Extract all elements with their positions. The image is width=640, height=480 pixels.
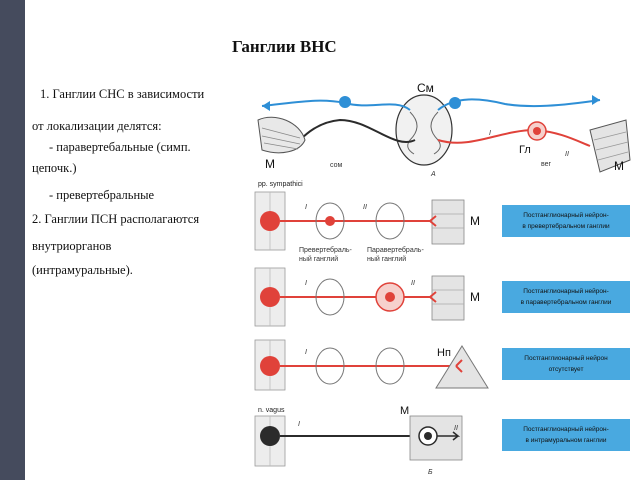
row4-caption: n. vagus <box>258 407 285 414</box>
paravertebral-ganglion-1 <box>375 202 405 240</box>
label-cm: См <box>417 81 434 95</box>
label-gl: Гл <box>519 144 531 156</box>
row-prevertebral: pp. sympathici I II Превертебраль- ный г… <box>254 181 630 263</box>
row2-box-line2: в паравертебральном ганглии <box>521 298 612 306</box>
terminal-3 <box>455 359 463 373</box>
adrenal-medulla <box>435 345 489 389</box>
afferent-fiber-right <box>437 98 601 111</box>
muscle-fibres <box>261 127 301 150</box>
row2-box-line1: Постганглионарный нейрон- <box>523 287 609 295</box>
ganglion-neuron-top <box>533 127 541 135</box>
label-veg: вег <box>541 161 552 168</box>
intramural-neuron <box>424 432 432 440</box>
preganglionic-neuron-2 <box>260 287 280 307</box>
row1-para-label-a: Паравертебраль- <box>367 246 424 254</box>
row4-nerve-i: I <box>298 421 300 428</box>
preganglionic-neuron-3 <box>260 356 280 376</box>
row3-box-line2: отсутствует <box>549 366 584 373</box>
organ-1-lines <box>432 213 464 229</box>
organ-2-lines <box>432 289 464 305</box>
row1-box-line2: в превертебральном ганглии <box>522 222 610 230</box>
visceral-organ-top <box>589 119 631 173</box>
row3-nerve-i: I <box>305 349 307 356</box>
row4-box <box>502 419 630 451</box>
body-line-7: внутриорганов <box>32 239 112 253</box>
skeletal-muscle <box>257 116 306 154</box>
terminal-4 <box>437 431 461 441</box>
row1-para-label-b: ный ганглий <box>367 255 406 263</box>
postganglionic-neuron-2 <box>385 292 395 302</box>
postganglionic-neuron-1 <box>325 216 335 226</box>
label-ii-top: II <box>565 151 569 158</box>
body-line-3: - паравертебальные (симп. <box>49 140 191 154</box>
visceral-efferent-fiber <box>437 128 591 147</box>
row-no-postganglionic: I Нп Постганглионарный нейрон отсутствуе… <box>254 339 630 391</box>
label-m-left: М <box>265 157 275 171</box>
row2-box <box>502 281 630 313</box>
terminal-1 <box>429 215 437 227</box>
row3-box <box>502 348 630 380</box>
row-paravertebral: I II М Постганглионарный нейрон- в парав… <box>254 267 630 327</box>
afferent-arrow-right <box>592 95 600 105</box>
label-a: А <box>430 171 436 178</box>
spinal-ganglion-left <box>339 96 351 108</box>
body-line-6: 2. Ганглии ПСН располагаются <box>32 212 200 226</box>
afferent-arrow-left <box>262 101 270 111</box>
row1-nerve-i: I <box>305 204 307 211</box>
row4-organ: М <box>400 405 409 417</box>
target-organ-2 <box>431 275 465 321</box>
row3-organ: Нп <box>437 347 451 359</box>
body-line-2: от локализации делятся: <box>32 119 162 133</box>
paravertebral-ganglion-3 <box>375 347 405 385</box>
row1-box <box>502 205 630 237</box>
row1-organ: М <box>470 214 480 228</box>
label-m-right: М <box>614 159 624 173</box>
row1-caption: pp. sympathici <box>258 181 303 188</box>
row2-organ: М <box>470 290 480 304</box>
prevertebral-ganglion-3 <box>315 347 345 385</box>
row1-pre-label-b: ный ганглий <box>299 255 338 263</box>
label-b: Б <box>428 469 433 476</box>
body-line-4: цепочк.) <box>32 161 77 175</box>
somatic-motor-fiber <box>299 118 416 143</box>
row3-box-line1: Постганглионарный нейрон <box>524 354 608 362</box>
row1-box-line1: Постганглионарный нейрон- <box>523 211 609 219</box>
body-line-8: (интрамуральные). <box>32 263 133 277</box>
row4-nerve-ii: II <box>454 425 458 432</box>
afferent-fiber-blue <box>261 99 411 111</box>
row4-box-line2: в интрамуральном ганглии <box>525 437 606 444</box>
row4-box-line1: Постганглионарный нейрон- <box>523 425 609 433</box>
slide-title: Ганглии ВНС <box>232 37 337 56</box>
vagal-preganglionic-neuron <box>260 426 280 446</box>
row-intramural: n. vagus I II М Постганглионарный нейрон… <box>254 405 630 476</box>
preganglionic-neuron-1 <box>260 211 280 231</box>
prevertebral-ganglion-2 <box>315 278 345 316</box>
row1-nerve-ii: II <box>363 204 367 211</box>
left-band <box>0 0 25 480</box>
body-line-1: 1. Ганглии СНС в зависимости <box>40 87 205 101</box>
prevertebral-ganglion-1 <box>315 202 345 240</box>
terminal-2 <box>429 291 437 303</box>
ans-ganglia-figure: См М сом Гл I II вег М <box>254 81 631 476</box>
spinal-ganglion-right <box>449 97 461 109</box>
label-i-top: I <box>489 130 491 137</box>
organ-fibres-top <box>593 131 629 161</box>
body-line-5: - превертебральные <box>49 188 155 202</box>
label-som: сом <box>330 162 342 169</box>
row2-nerve-ii: II <box>411 280 415 287</box>
top-diagram: См М сом Гл I II вег М <box>257 81 631 178</box>
target-organ-1 <box>431 199 465 245</box>
row2-nerve-i: I <box>305 280 307 287</box>
row1-pre-label-a: Превертебраль- <box>299 246 353 254</box>
